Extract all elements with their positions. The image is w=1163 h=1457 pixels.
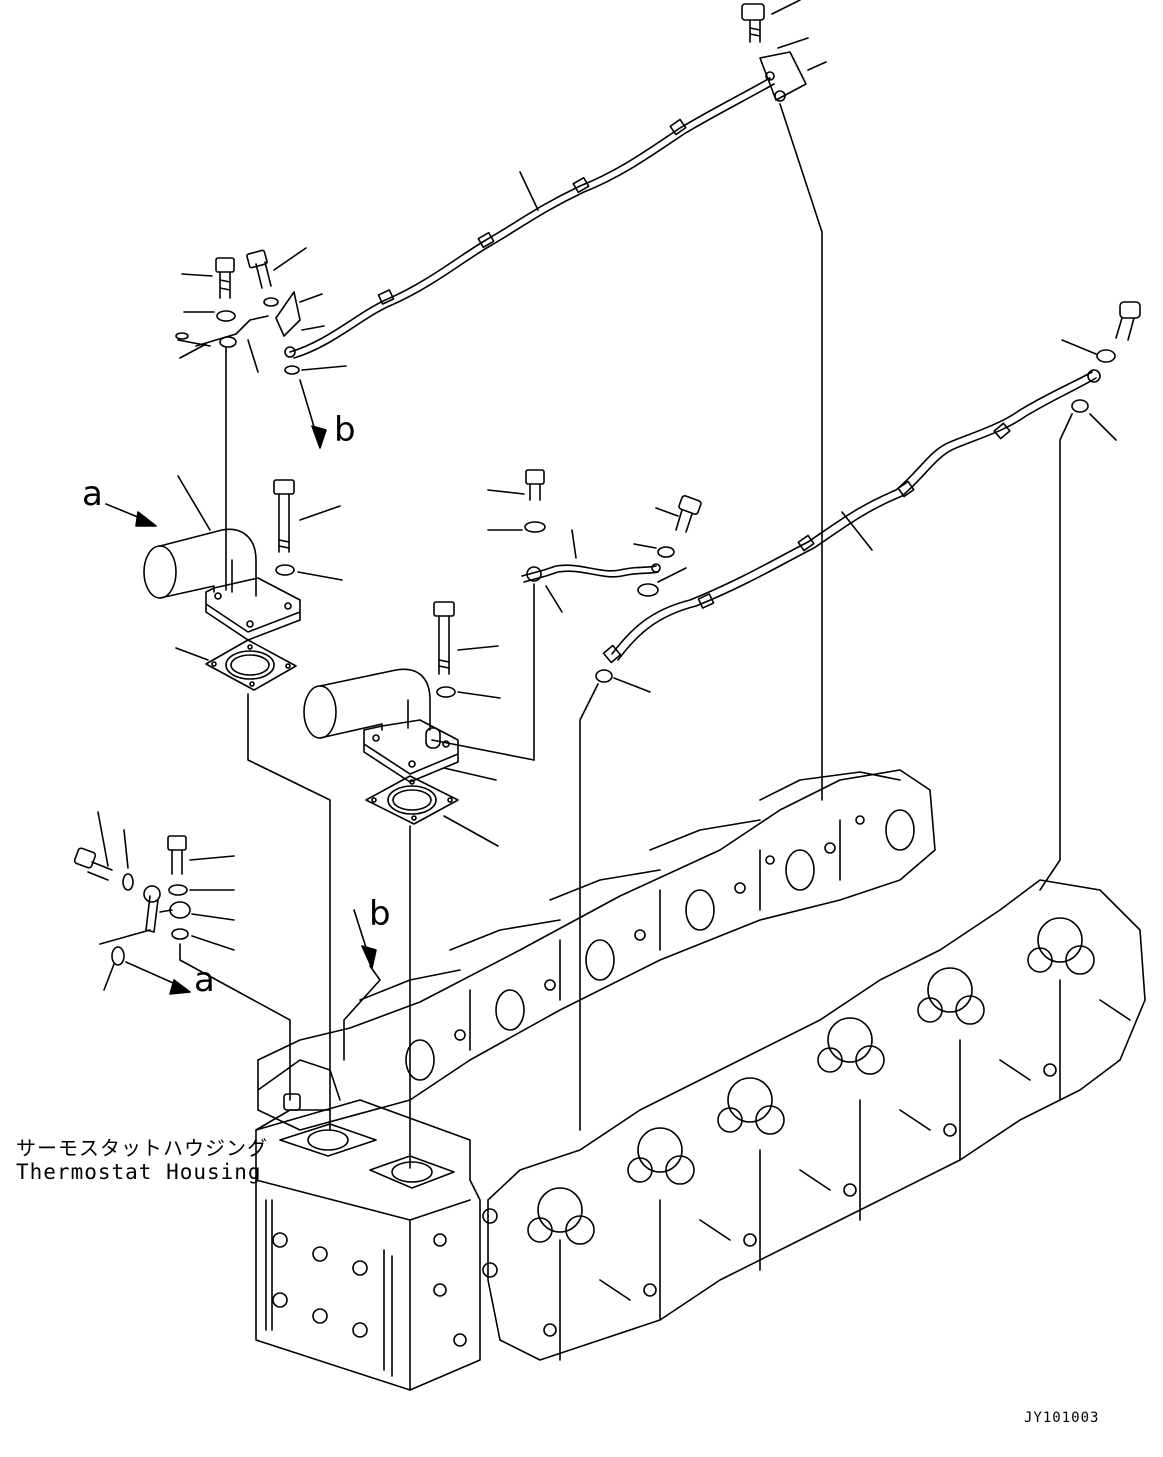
- left-top-bracket-group: [175, 247, 347, 591]
- middle-small-tube: [487, 469, 702, 761]
- lower-elbow: [303, 601, 535, 783]
- component-label-english: Thermostat Housing: [16, 1160, 262, 1184]
- upper-tube: [284, 0, 827, 801]
- cylinder-head-row-upper: [257, 769, 936, 1131]
- callout-b-lower: b: [369, 894, 391, 934]
- lower-gasket: [365, 775, 499, 1169]
- callout-a-lower: a: [194, 960, 215, 1000]
- cylinder-head-row-lower: [487, 879, 1146, 1361]
- upper-elbow: [105, 475, 343, 641]
- callout-a-upper: a: [82, 474, 103, 514]
- right-long-tube: [579, 301, 1141, 1131]
- component-label-japanese: サーモスタットハウジング: [16, 1136, 268, 1160]
- thermostat-housing-block: [255, 1059, 498, 1391]
- lower-left-fitting: [73, 811, 381, 1101]
- drawing-number: JY101003: [1024, 1410, 1100, 1426]
- callout-b-upper: b: [334, 410, 356, 450]
- upper-gasket: [175, 639, 331, 1131]
